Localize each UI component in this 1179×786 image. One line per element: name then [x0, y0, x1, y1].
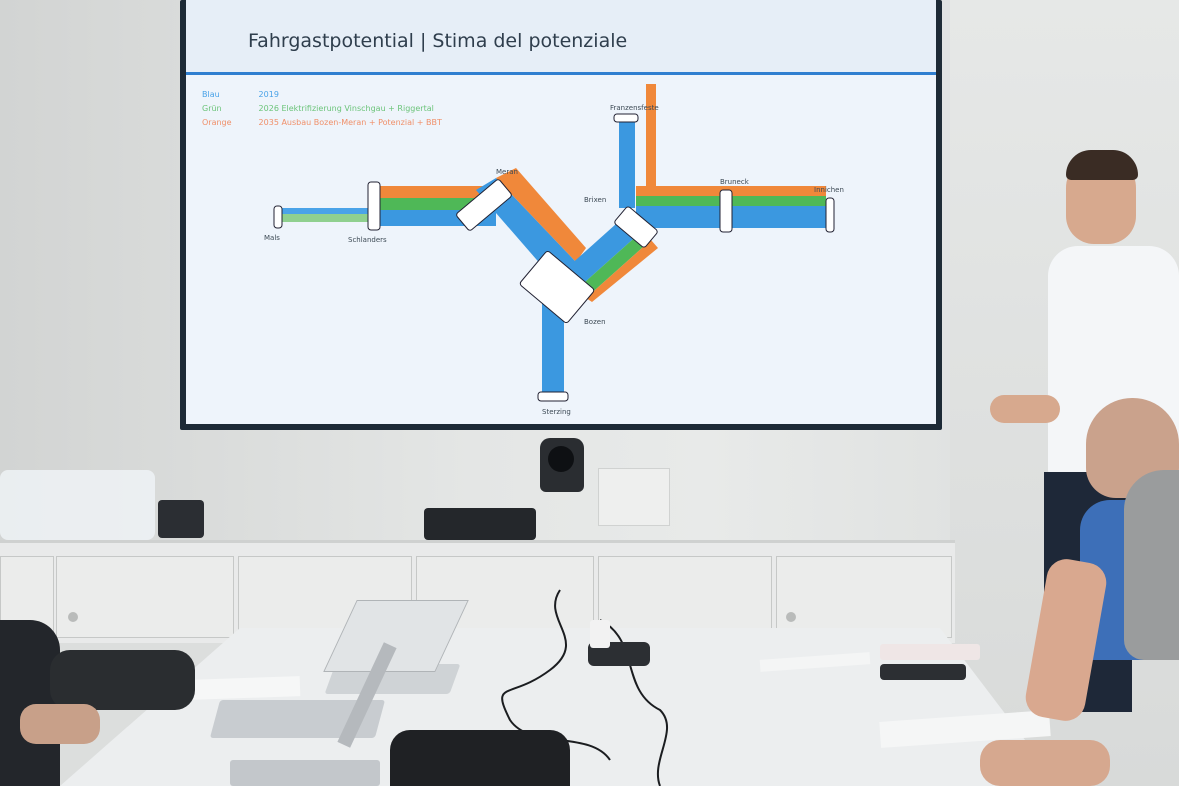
audience-left-arm	[50, 650, 195, 710]
plastic-wrap	[0, 470, 155, 540]
station-label-innichen: Innichen	[814, 186, 844, 194]
audience-head-grey-hair	[1124, 470, 1179, 660]
station-label-franzensfeste: Franzensfeste	[610, 104, 659, 112]
glasses-case	[880, 644, 980, 660]
cabinet-knob	[68, 612, 78, 622]
station-label-schlanders: Schlanders	[348, 236, 387, 244]
bag	[390, 730, 570, 786]
slide-header: Fahrgastpotential | Stima del potenziale	[186, 0, 936, 75]
cabinet-door	[56, 556, 234, 638]
legend-item-orange: Orange 2035 Ausbau Bozen-Meran + Potenzi…	[202, 118, 442, 127]
smartphone	[880, 664, 966, 680]
station-label-sterzing: Sterzing	[542, 408, 571, 416]
legend-item-green: Grün 2026 Elektrifizierung Vinschgau + R…	[202, 104, 434, 113]
desk-clock	[158, 500, 204, 538]
station-label-meran: Meran	[496, 168, 518, 176]
presenter-hands	[990, 395, 1060, 423]
station-label-mals: Mals	[264, 234, 280, 242]
cabinet-knob	[786, 612, 796, 622]
cabinet-door	[776, 556, 952, 638]
legend-item-blue: Blau 2019	[202, 90, 279, 99]
laptop-base	[230, 760, 380, 786]
station-label-brixen: Brixen	[584, 196, 607, 204]
audience-hand	[980, 740, 1110, 786]
wall-note	[598, 468, 670, 526]
passenger-flow-diagram	[273, 84, 835, 402]
slide-title: Fahrgastpotential | Stima del potenziale	[248, 30, 628, 52]
paper-sheet	[189, 676, 301, 700]
presentation-slide: Fahrgastpotential | Stima del potenziale…	[186, 0, 936, 424]
station-label-bruneck: Bruneck	[720, 178, 749, 186]
camera-lens	[548, 446, 574, 472]
audience-left	[0, 620, 60, 786]
speakerphone-base	[424, 508, 536, 540]
audience-left-hands	[20, 704, 100, 744]
cabinet-door	[598, 556, 772, 638]
plug-adapter	[590, 620, 610, 648]
station-label-bozen: Bozen	[584, 318, 606, 326]
presenter-hair	[1066, 150, 1138, 180]
